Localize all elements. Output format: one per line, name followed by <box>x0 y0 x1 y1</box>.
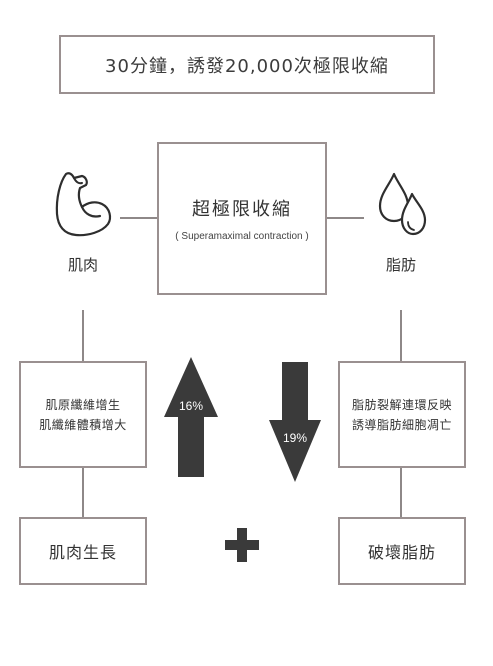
center-subtitle: ( Superamaximal contraction ) <box>175 231 309 242</box>
left-effect-box: 肌原纖維增生 肌纖維體積增大 <box>19 361 147 468</box>
left-effect-line1: 肌原纖維增生 <box>45 397 121 412</box>
fat-droplets-icon <box>378 172 427 236</box>
right-effect-line2: 誘導脂肪細胞凋亡 <box>351 417 452 432</box>
flexed-bicep-icon <box>55 172 112 237</box>
down-arrow-label: 19% <box>283 431 308 445</box>
left-result-box: 肌肉生長 <box>19 517 147 585</box>
title-box: 30分鐘，誘發20,000次極限收縮 <box>59 35 435 94</box>
down-arrow-icon <box>269 362 321 482</box>
connector-left-lower <box>82 468 84 517</box>
right-effect-line1: 脂肪裂解連環反映 <box>351 397 452 412</box>
title-text: 30分鐘，誘發20,000次極限收縮 <box>105 55 389 77</box>
connector-right-lower <box>400 468 402 517</box>
left-result-text: 肌肉生長 <box>48 543 117 562</box>
up-arrow-icon <box>164 357 218 477</box>
connector-left-horizontal <box>120 217 157 219</box>
up-arrow-label: 16% <box>179 399 204 413</box>
plus-icon <box>225 528 259 562</box>
center-concept-box: 超極限收縮 ( Superamaximal contraction ) <box>157 142 327 295</box>
left-label: 肌肉 <box>67 256 98 274</box>
connector-left-upper <box>82 310 84 361</box>
connector-right-horizontal <box>327 217 364 219</box>
right-label: 脂肪 <box>385 256 416 274</box>
left-effect-line2: 肌纖維體積增大 <box>39 417 127 432</box>
right-result-text: 破壞脂肪 <box>367 543 436 562</box>
right-result-box: 破壞脂肪 <box>338 517 466 585</box>
center-title: 超極限收縮 <box>192 199 292 220</box>
right-effect-box: 脂肪裂解連環反映 誘導脂肪細胞凋亡 <box>338 361 466 468</box>
connector-right-upper <box>400 310 402 361</box>
